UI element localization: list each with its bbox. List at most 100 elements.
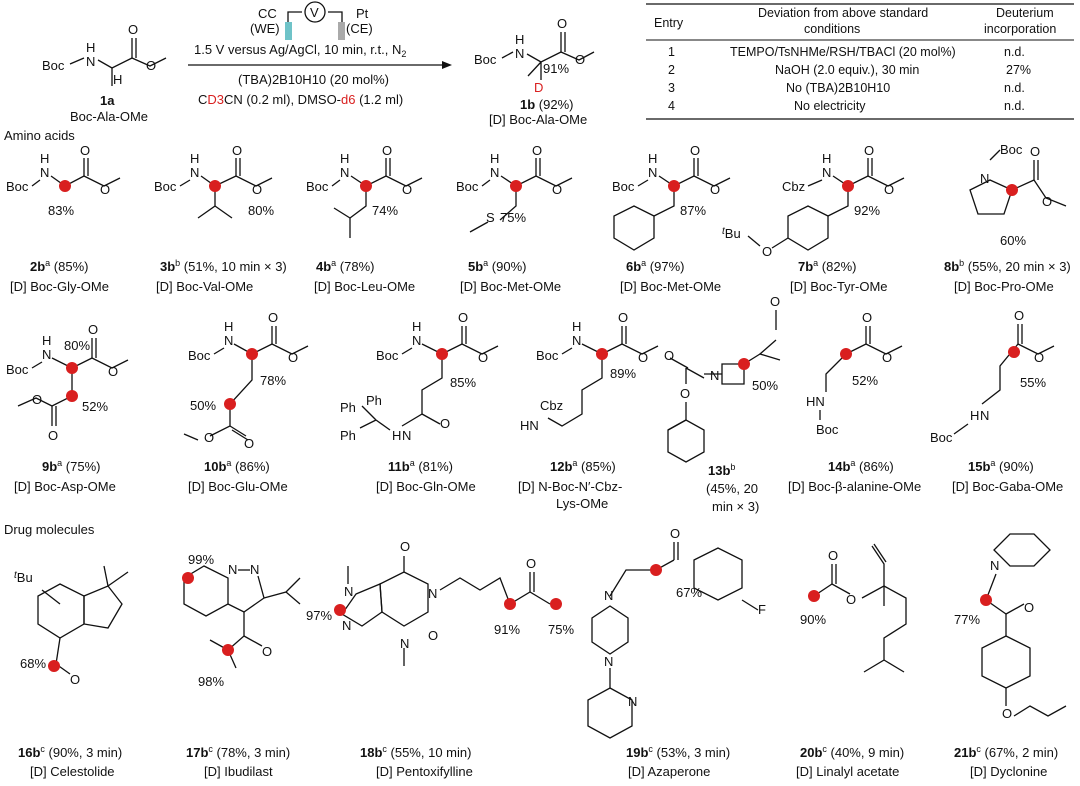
condition-line-2: (TBA)2B10H10 (20 mol%) [238,72,389,87]
svg-text:NaOH (2.0 equiv.), 30 min: NaOH (2.0 equiv.), 30 min [775,63,919,77]
svg-text:incorporation: incorporation [984,22,1056,36]
svg-text:11ba (81%): 11ba (81%) [388,458,453,474]
svg-text:O: O [88,322,98,337]
compound-6b: Boc HN OO 87% 6ba (97%) [D] Boc-Met-OMe [612,143,731,294]
svg-text:N: N [40,165,49,180]
svg-text:O: O [1014,308,1024,323]
compound-10b: Boc HN OO OO 78% 50% 10ba (86%) [D] Boc-… [183,310,309,494]
svg-text:87%: 87% [680,203,706,218]
svg-text:Ph: Ph [340,400,356,415]
svg-text:Boc: Boc [6,362,29,377]
svg-text:HN: HN [806,394,825,409]
svg-text:O: O [204,430,214,445]
svg-text:N: N [224,333,233,348]
svg-text:O: O [268,310,278,325]
compound-8b: Boc N O O 60% 8bb (55%, 20 min × 3) [D] … [944,142,1071,294]
sm-name: Boc-Ala-OMe [70,109,148,124]
svg-text:H: H [970,408,979,423]
svg-text:Boc: Boc [154,179,177,194]
compound-14b: OO HN Boc 52% 14ba (86%) [D] Boc-β-alani… [788,310,921,494]
ce-top: Pt [356,6,369,21]
svg-text:19bc (53%, 3 min): 19bc (53%, 3 min) [626,744,730,760]
svg-text:No (TBA)2B10H10: No (TBA)2B10H10 [786,81,890,95]
svg-text:O: O [884,182,894,197]
svg-text:9ba (75%): 9ba (75%) [42,458,100,474]
svg-text:O: O [532,143,542,158]
svg-text:14ba (86%): 14ba (86%) [828,458,894,474]
svg-text:n.d.: n.d. [1004,45,1025,59]
svg-text:3bb (51%, 10 min × 3): 3bb (51%, 10 min × 3) [160,258,287,274]
svg-text:20bc (40%, 9 min): 20bc (40%, 9 min) [800,744,904,760]
svg-text:N: N [190,165,199,180]
svg-text:O: O [1034,350,1044,365]
svg-text:No electricity: No electricity [794,99,866,113]
compound-16b: tBu O 68% 16bc (90%, 3 min) [D] Celestol… [14,565,129,779]
svg-text:2: 2 [668,63,675,77]
compound-7b: Cbz HN OO O tBu 92% 7ba (82%) [D] Boc-Ty… [722,143,905,294]
svg-text:78%: 78% [260,373,286,388]
svg-text:Ph: Ph [366,393,382,408]
svg-text:97%: 97% [306,608,332,623]
svg-text:H: H [190,151,199,166]
svg-text:N: N [250,562,259,577]
svg-text:[D] Ibudilast: [D] Ibudilast [204,764,273,779]
svg-text:99%: 99% [188,552,214,567]
svg-text:O: O [680,386,690,401]
svg-text:80%: 80% [64,338,90,353]
svg-text:H: H [822,151,831,166]
svg-text:55%: 55% [1020,375,1046,390]
starting-material-1a: Boc H N O O H 1a Boc-Ala-OMe [42,22,167,124]
svg-text:O: O [638,350,648,365]
svg-text:O: O [1030,144,1040,159]
svg-text:Cbz: Cbz [782,179,805,194]
svg-text:Boc: Boc [1000,142,1023,157]
svg-text:N: N [228,562,237,577]
potentiostat-icon [304,1,326,23]
svg-text:[D] Boc-Met-OMe: [D] Boc-Met-OMe [620,279,721,294]
svg-text:8bb (55%, 20 min × 3): 8bb (55%, 20 min × 3) [944,258,1071,274]
svg-text:H: H [224,319,233,334]
sm-h-alpha: H [113,72,122,87]
svg-text:60%: 60% [1000,233,1026,248]
compound-4b: Boc HN OO 74% 4ba (78%) [D] Boc-Leu-OMe [306,143,423,294]
svg-text:Boc: Boc [456,179,479,194]
svg-text:N: N [604,654,613,669]
svg-text:Boc: Boc [376,348,399,363]
section-amino-acids: Amino acids [4,128,75,143]
product-1b-pct: 91% [543,61,569,76]
svg-text:O: O [575,52,585,67]
svg-text:N: N [402,428,411,443]
we-top: CC [258,6,277,21]
svg-text:H: H [412,319,421,334]
svg-text:Boc: Boc [474,52,497,67]
svg-text:68%: 68% [20,656,46,671]
table-header-deviation: Deviation from above standard [758,6,928,20]
table-row: 2 NaOH (2.0 equiv.), 30 min 27% [668,63,1031,77]
svg-text:N: N [628,694,637,709]
svg-text:75%: 75% [548,622,574,637]
svg-text:H: H [392,428,401,443]
svg-text:O: O [108,364,118,379]
svg-text:TEMPO/TsNHMe/RSH/TBACl (20 mol: TEMPO/TsNHMe/RSH/TBACl (20 mol%) [730,45,956,59]
compound-18b: N N O N N O O 97% 91% 75% 18bc (55%, 10 … [306,539,574,779]
svg-text:98%: 98% [198,674,224,689]
svg-text:Cbz: Cbz [540,398,563,413]
product-1b: Boc H N O O 91% D 1b (92%) [D] Boc-Ala-O… [474,16,595,127]
svg-text:O: O [1024,600,1034,615]
sm-n-label: N [86,54,95,69]
svg-text:80%: 80% [248,203,274,218]
svg-text:(45%, 20: (45%, 20 [706,481,758,496]
svg-text:O: O [252,182,262,197]
svg-text:N: N [980,408,989,423]
svg-text:Boc: Boc [6,179,29,194]
svg-text:F: F [758,602,766,617]
svg-text:O: O [100,182,110,197]
svg-text:O: O [400,539,410,554]
svg-text:[D] Boc-Leu-OMe: [D] Boc-Leu-OMe [314,279,415,294]
svg-text:[D] Boc-β-alanine-OMe: [D] Boc-β-alanine-OMe [788,479,921,494]
table-row: 4 No electricity n.d. [668,99,1025,113]
svg-text:3: 3 [668,81,675,95]
section-drug-molecules: Drug molecules [4,522,95,537]
